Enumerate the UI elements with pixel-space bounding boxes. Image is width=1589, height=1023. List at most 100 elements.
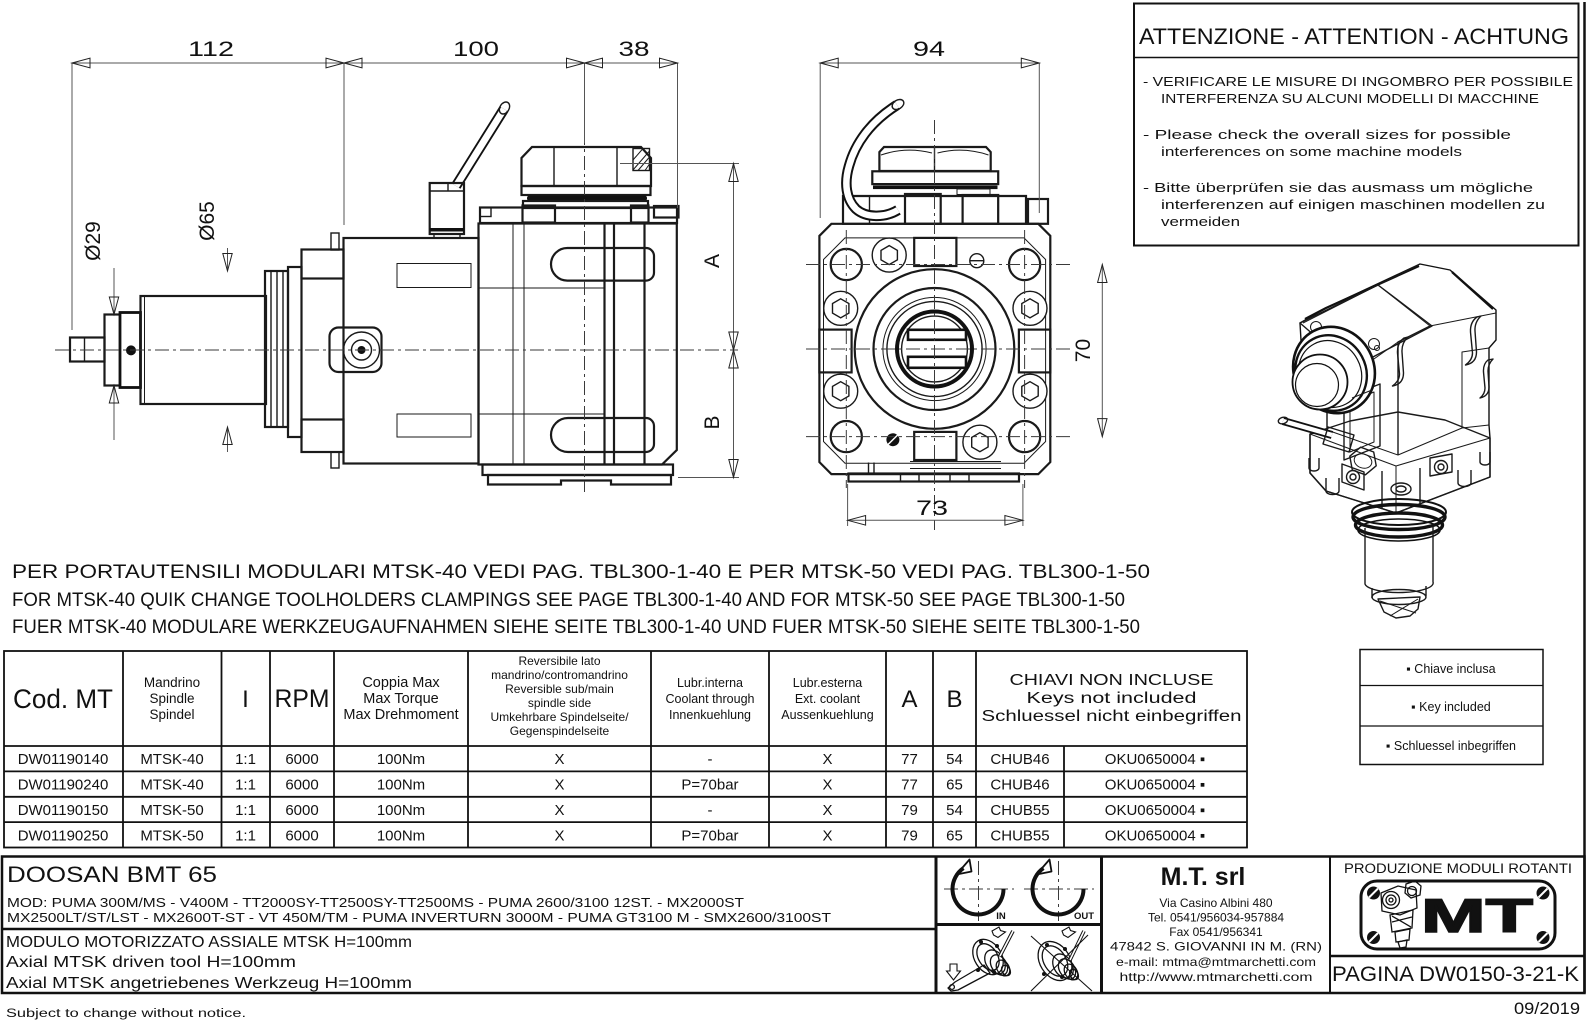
svg-text:Axial MTSK angetriebenes Werkz: Axial MTSK angetriebenes Werkzeug H=100m… (6, 975, 412, 992)
svg-text:1:1: 1:1 (235, 777, 256, 794)
svg-text:1:1: 1:1 (235, 802, 256, 819)
svg-text:09/2019: 09/2019 (1514, 1000, 1580, 1018)
svg-text:- Please check the overall siz: - Please check the overall sizes for pos… (1143, 128, 1511, 142)
svg-text:B: B (946, 686, 962, 713)
svg-text:INTERFERENZA SU ALCUNI MODELLI: INTERFERENZA SU ALCUNI MODELLI DI MACCHI… (1161, 92, 1539, 106)
svg-text:Axial MTSK driven tool H=100mm: Axial MTSK driven tool H=100mm (6, 954, 296, 971)
svg-text:Keys not included: Keys not included (1027, 690, 1197, 707)
svg-text:100: 100 (453, 38, 499, 61)
svg-text:- VERIFICARE LE MISURE DI INGO: - VERIFICARE LE MISURE DI INGOMBRO PER P… (1143, 75, 1573, 89)
svg-text:Fax 0541/956341: Fax 0541/956341 (1169, 925, 1263, 939)
svg-text:CHUB55: CHUB55 (990, 828, 1049, 845)
svg-text:Schluessel nicht einbegriffen: Schluessel nicht einbegriffen (982, 708, 1242, 725)
svg-text:e-mail: mtma@mtmarchetti.com: e-mail: mtma@mtmarchetti.com (1116, 955, 1316, 969)
svg-text:P=70bar: P=70bar (681, 777, 738, 794)
svg-text:▪ Schluessel inbegriffen: ▪ Schluessel inbegriffen (1386, 739, 1516, 753)
svg-text:47842 S. GIOVANNI IN M. (RN): 47842 S. GIOVANNI IN M. (RN) (1110, 940, 1322, 954)
svg-text:OKU0650004 ▪: OKU0650004 ▪ (1105, 777, 1205, 794)
svg-text:mandrino/contromandrino: mandrino/contromandrino (491, 668, 628, 682)
svg-text:MX2500LT/ST/LST - MX2600T-ST -: MX2500LT/ST/LST - MX2600T-ST - VT 450M/T… (7, 911, 831, 925)
svg-text:Ø65: Ø65 (196, 201, 219, 241)
svg-text:6000: 6000 (285, 751, 318, 768)
svg-text:-: - (708, 751, 713, 768)
svg-text:6000: 6000 (285, 777, 318, 794)
svg-text:interferenzen auf einigen masc: interferenzen auf einigen maschinen mode… (1161, 198, 1545, 212)
svg-text:Coolant through: Coolant through (666, 692, 755, 706)
svg-text:X: X (554, 802, 564, 819)
svg-text:65: 65 (946, 828, 963, 845)
svg-text:77: 77 (901, 777, 918, 794)
svg-text:▪ Chiave inclusa: ▪ Chiave inclusa (1406, 662, 1495, 676)
svg-text:Reversibile lato: Reversibile lato (518, 654, 600, 668)
svg-text:DW01190150: DW01190150 (18, 802, 109, 819)
svg-text:PRODUZIONE MODULI ROTANTI: PRODUZIONE MODULI ROTANTI (1344, 861, 1572, 876)
svg-text:A: A (701, 254, 724, 268)
svg-text:vermeiden: vermeiden (1161, 215, 1240, 229)
svg-text:CHIAVI NON INCLUSE: CHIAVI NON INCLUSE (1010, 672, 1214, 689)
svg-text:DW01190250: DW01190250 (18, 828, 109, 845)
svg-text:Cod. MT: Cod. MT (13, 684, 113, 714)
svg-text:Ø29: Ø29 (82, 221, 105, 261)
svg-text:FOR MTSK-40 QUIK CHANGE TOOLHO: FOR MTSK-40 QUIK CHANGE TOOLHOLDERS CLAM… (12, 590, 1125, 611)
svg-text:X: X (554, 751, 564, 768)
svg-text:Mandrino: Mandrino (144, 675, 200, 690)
svg-text:MTSK-50: MTSK-50 (140, 828, 203, 845)
svg-text:DW01190240: DW01190240 (18, 777, 109, 794)
svg-text:MTSK-50: MTSK-50 (140, 802, 203, 819)
svg-text:CHUB46: CHUB46 (990, 751, 1049, 768)
svg-text:Reversible sub/main: Reversible sub/main (505, 682, 614, 696)
svg-text:79: 79 (901, 828, 918, 845)
svg-text:PAGINA DW0150-3-21-K: PAGINA DW0150-3-21-K (1332, 963, 1579, 986)
svg-text:100Nm: 100Nm (377, 828, 425, 845)
svg-text:79: 79 (901, 802, 918, 819)
svg-text:-: - (708, 802, 713, 819)
svg-text:Aussenkuehlung: Aussenkuehlung (781, 708, 873, 722)
svg-text:PER PORTAUTENSILI MODULARI MTS: PER PORTAUTENSILI MODULARI MTSK-40 VEDI … (12, 562, 1150, 583)
svg-text:Innenkuehlung: Innenkuehlung (669, 708, 751, 722)
svg-text:OKU0650004 ▪: OKU0650004 ▪ (1105, 802, 1205, 819)
svg-text:OKU0650004 ▪: OKU0650004 ▪ (1105, 828, 1205, 845)
svg-text:interferences on some machine: interferences on some machine models (1161, 145, 1462, 159)
svg-text:IN: IN (996, 911, 1006, 922)
svg-text:54: 54 (946, 751, 963, 768)
svg-text:X: X (554, 777, 564, 794)
svg-text:X: X (554, 828, 564, 845)
svg-text:100Nm: 100Nm (377, 751, 425, 768)
svg-text:DW01190140: DW01190140 (18, 751, 109, 768)
svg-text:▪ Key included: ▪ Key included (1411, 700, 1491, 714)
svg-text:spindle side: spindle side (528, 696, 592, 710)
svg-text:P=70bar: P=70bar (681, 828, 738, 845)
svg-text:Spindel: Spindel (149, 707, 194, 722)
svg-text:1:1: 1:1 (235, 751, 256, 768)
svg-text:DOOSAN BMT 65: DOOSAN BMT 65 (7, 862, 217, 887)
svg-text:Via Casino Albini 480: Via Casino Albini 480 (1159, 896, 1273, 910)
svg-text:RPM: RPM (275, 685, 330, 713)
svg-text:OKU0650004 ▪: OKU0650004 ▪ (1105, 751, 1205, 768)
svg-text:MODULO MOTORIZZATO ASSIALE MTS: MODULO MOTORIZZATO ASSIALE MTSK H=100mm (6, 934, 412, 951)
svg-text:MTSK-40: MTSK-40 (140, 777, 203, 794)
svg-text:100Nm: 100Nm (377, 777, 425, 794)
svg-text:http://www.mtmarchetti.com: http://www.mtmarchetti.com (1120, 970, 1313, 984)
svg-text:70: 70 (1072, 339, 1095, 362)
svg-text:38: 38 (619, 38, 650, 61)
svg-text:CHUB46: CHUB46 (990, 777, 1049, 794)
svg-text:Ext. coolant: Ext. coolant (795, 692, 861, 706)
svg-text:65: 65 (946, 777, 963, 794)
svg-text:Max Torque: Max Torque (363, 691, 439, 707)
svg-text:6000: 6000 (285, 802, 318, 819)
svg-text:100Nm: 100Nm (377, 802, 425, 819)
svg-text:54: 54 (946, 802, 963, 819)
svg-text:Lubr.interna: Lubr.interna (677, 676, 743, 690)
svg-text:MOD: PUMA 300M/MS - V400M - TT: MOD: PUMA 300M/MS - V400M - TT2000SY-TT2… (7, 896, 744, 910)
svg-text:OUT: OUT (1074, 911, 1094, 922)
svg-text:77: 77 (901, 751, 918, 768)
svg-text:FUER MTSK-40 MODULARE WERKZEUG: FUER MTSK-40 MODULARE WERKZEUGAUFNAHMEN … (12, 617, 1140, 638)
svg-text:Umkehrbare Spindelseite/: Umkehrbare Spindelseite/ (490, 710, 629, 724)
svg-text:Lubr.esterna: Lubr.esterna (793, 676, 863, 690)
svg-text:ATTENZIONE - ATTENTION - ACHTU: ATTENZIONE - ATTENTION - ACHTUNG (1139, 24, 1569, 49)
svg-text:112: 112 (188, 38, 234, 61)
svg-text:X: X (822, 777, 832, 794)
svg-text:Subject to change without noti: Subject to change without notice. (6, 1008, 246, 1020)
svg-text:X: X (822, 828, 832, 845)
svg-text:Tel. 0541/956034-957884: Tel. 0541/956034-957884 (1148, 911, 1284, 925)
